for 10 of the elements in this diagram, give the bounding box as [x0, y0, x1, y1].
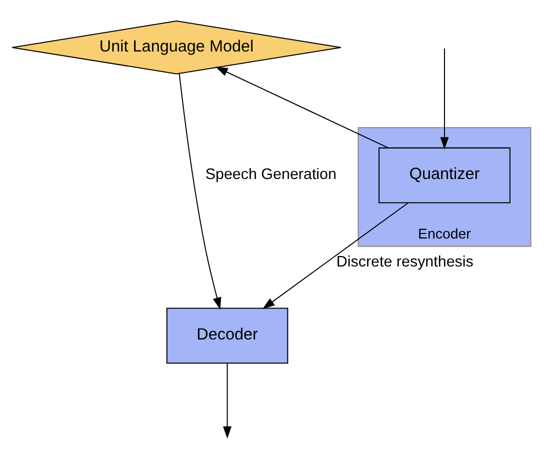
node-diamond: Unit Language Model	[12, 20, 342, 74]
arrow	[440, 48, 449, 150]
node-box: Decoder	[166, 308, 288, 364]
edge-label: Discrete resynthesis	[336, 254, 474, 271]
edge-label: Speech Generation	[205, 166, 337, 183]
node-box: Quantizer	[378, 147, 510, 204]
arrow	[216, 66, 388, 148]
arrow	[178, 74, 222, 310]
arrow	[223, 363, 232, 439]
arrow	[262, 202, 408, 309]
